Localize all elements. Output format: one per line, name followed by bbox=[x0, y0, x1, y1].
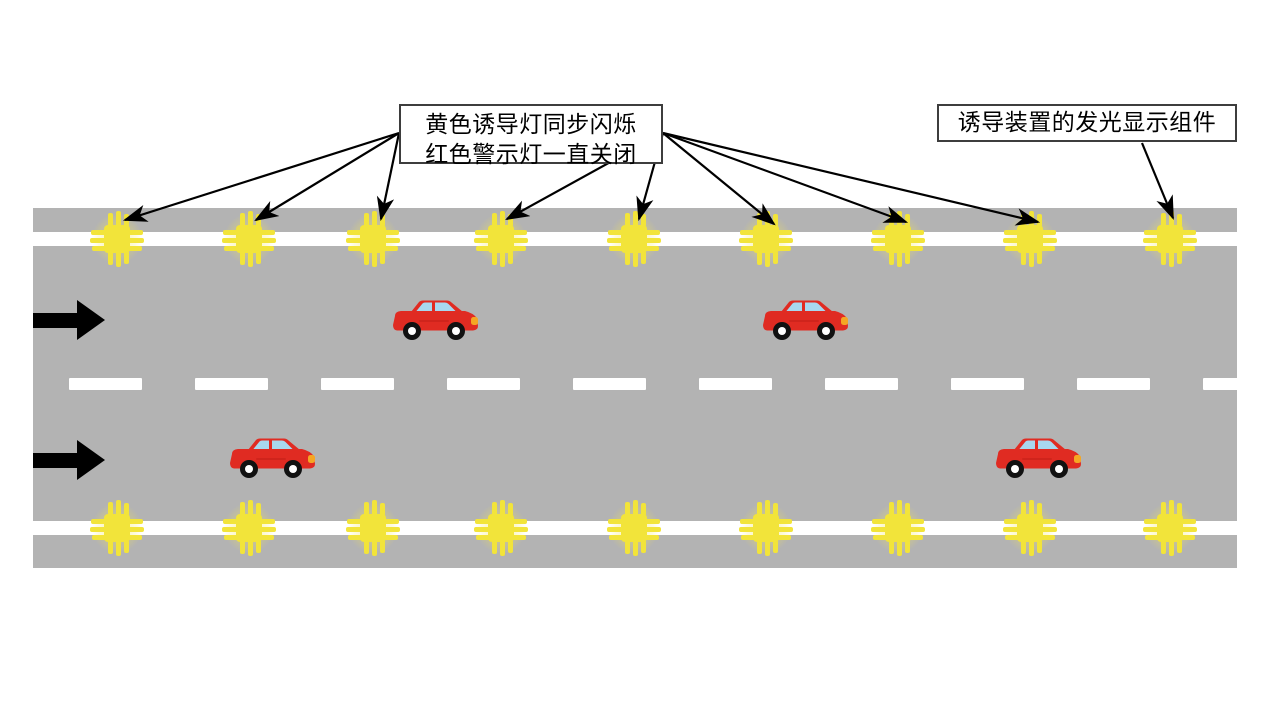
guidance-light-top-9 bbox=[1142, 211, 1198, 267]
lane-dash bbox=[1077, 378, 1150, 390]
guidance-light-bottom-5 bbox=[606, 500, 662, 556]
guidance-light-bottom-6 bbox=[738, 500, 794, 556]
callout-label-yellow-guidance[interactable]: 黄色诱导灯同步闪烁 红色警示灯一直关闭 bbox=[399, 104, 663, 168]
guidance-light-top-4 bbox=[473, 211, 529, 267]
guidance-light-bottom-4 bbox=[473, 500, 529, 556]
car-lower-lane-right bbox=[988, 432, 1086, 484]
direction-arrow-lower-lane bbox=[33, 440, 105, 480]
guidance-light-top-3 bbox=[345, 211, 401, 267]
guidance-light-top-5 bbox=[606, 211, 662, 267]
guidance-light-top-1 bbox=[89, 211, 145, 267]
lane-dash bbox=[825, 378, 898, 390]
callout-arrow-left-1 bbox=[122, 131, 400, 222]
guidance-light-bottom-2 bbox=[221, 500, 277, 556]
guidance-light-top-8 bbox=[1002, 211, 1058, 267]
callout-label-guidance-device[interactable]: 诱导装置的发光显示组件 bbox=[937, 104, 1237, 142]
callout-arrow-left-2 bbox=[254, 132, 400, 222]
direction-arrow-upper-lane bbox=[33, 300, 105, 340]
guidance-light-bottom-8 bbox=[1002, 500, 1058, 556]
guidance-light-bottom-3 bbox=[345, 500, 401, 556]
car-upper-lane-left bbox=[385, 294, 483, 346]
lane-dash bbox=[1203, 378, 1267, 390]
guidance-light-bottom-7 bbox=[870, 500, 926, 556]
guidance-light-bottom-9 bbox=[1142, 500, 1198, 556]
lane-dash bbox=[195, 378, 268, 390]
guidance-light-top-6 bbox=[738, 211, 794, 267]
car-upper-lane-right bbox=[755, 294, 853, 346]
callout-arrow-left-3 bbox=[376, 132, 401, 222]
guidance-light-bottom-1 bbox=[89, 500, 145, 556]
lane-dash bbox=[69, 378, 142, 390]
guidance-light-top-7 bbox=[870, 211, 926, 267]
lane-dash bbox=[321, 378, 394, 390]
lane-dash bbox=[699, 378, 772, 390]
road-center-dashed-line bbox=[33, 378, 1267, 390]
car-lower-lane-left bbox=[222, 432, 320, 484]
lane-dash bbox=[447, 378, 520, 390]
guidance-light-top-2 bbox=[221, 211, 277, 267]
lane-dash bbox=[951, 378, 1024, 390]
callout-arrow-device-label bbox=[1140, 142, 1175, 221]
lane-dash bbox=[573, 378, 646, 390]
